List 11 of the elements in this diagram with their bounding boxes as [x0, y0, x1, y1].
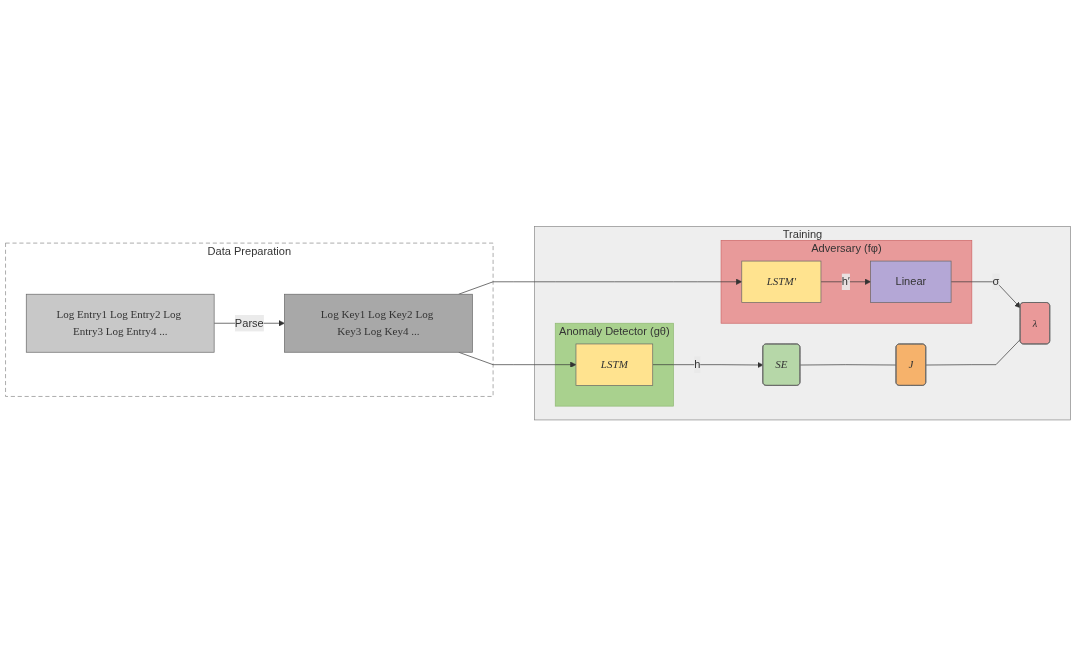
connector [925, 338, 1021, 366]
node-box: Linear [870, 260, 952, 303]
edge-label: h [694, 358, 701, 370]
edge-label: Parse [234, 316, 264, 329]
node-box: LSTM′ [741, 260, 822, 303]
node-box: Log Key1 Log Key2 Log Key3 Log Key4 ... [284, 293, 473, 353]
edge-label: h′ [841, 275, 850, 288]
connector [799, 364, 897, 366]
edge-label: σ [992, 275, 1000, 288]
node-box: Log Entry1 Log Entry2 Log Entry3 Log Entry4 ... [25, 293, 215, 353]
node-box: LSTM [575, 343, 654, 386]
